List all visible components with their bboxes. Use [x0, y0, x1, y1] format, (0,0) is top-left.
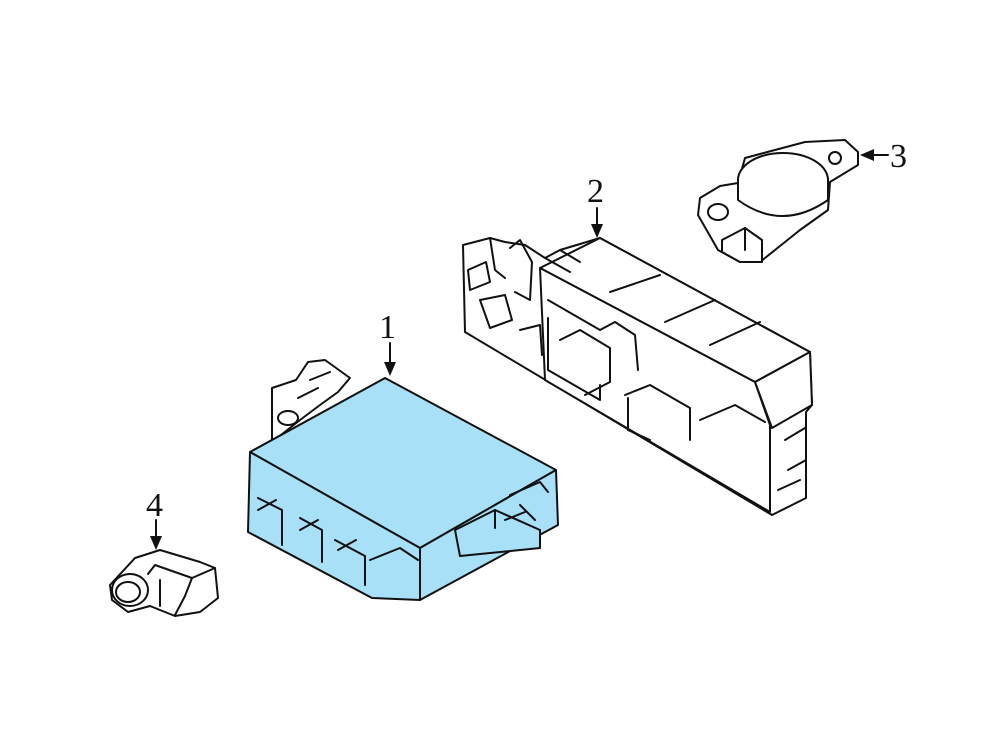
part-2-bracket[interactable]	[462, 237, 813, 516]
part-1-control-module[interactable]	[247, 359, 559, 601]
callout-arrow-1	[384, 342, 396, 376]
part-4-parking-sensor[interactable]	[109, 549, 219, 617]
callout-arrow-2	[591, 207, 603, 238]
part-3-sensor[interactable]	[697, 139, 859, 263]
callout-4: 4	[146, 487, 163, 524]
callout-arrow-4	[150, 519, 162, 550]
callout-arrow-3	[860, 149, 889, 161]
callout-3: 3	[890, 138, 907, 175]
callout-2: 2	[587, 173, 604, 210]
callout-1: 1	[379, 309, 396, 346]
